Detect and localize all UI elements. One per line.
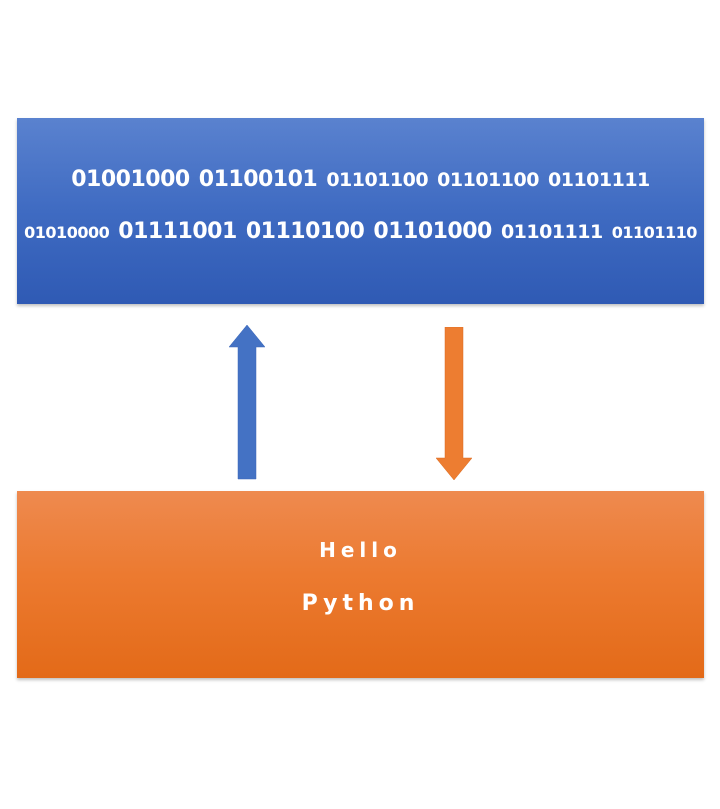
binary-box: 01001000 01100101 01101100 01101100 0110… [17,118,704,304]
binary-byte: 01101000 [373,219,492,244]
binary-byte: 01101111 [548,169,650,191]
word-python: Python [301,591,420,616]
binary-byte: 01010000 [24,223,110,242]
word-hello: Hello [319,538,402,562]
binary-byte: 01001000 [71,167,190,192]
text-box: Hello Python [17,491,704,678]
binary-byte: 01100101 [198,167,318,192]
binary-byte: 01101110 [611,223,698,242]
binary-byte: 01110100 [245,219,365,244]
binary-line-python: 01010000 01111001 01110100 01101000 0110… [17,219,704,244]
binary-byte: 01101111 [500,221,603,243]
binary-line-hello: 01001000 01100101 01101100 01101100 0110… [17,167,704,192]
up-arrow-icon [229,325,265,480]
binary-byte: 01111001 [118,219,237,244]
binary-byte: 01101100 [437,169,539,191]
binary-byte: 01101100 [326,169,429,191]
down-arrow-icon [436,327,472,480]
